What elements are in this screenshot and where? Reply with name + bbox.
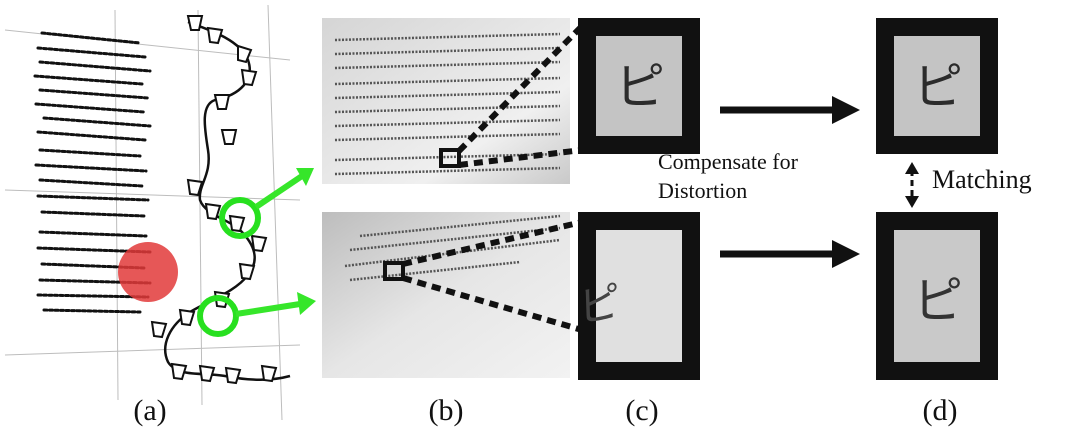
transform-arrow-top [720, 96, 860, 124]
red-marker [118, 242, 178, 302]
panel-d-label: (d) [923, 394, 958, 427]
patch-marker-top [439, 148, 461, 168]
patch-d-bottom-glyph: ピ [913, 272, 963, 330]
panel-a: (a) [4, 4, 316, 427]
panel-a-label: (a) [133, 394, 166, 427]
camera-trajectory [163, 20, 291, 382]
compensate-label-line1: Compensate for [658, 149, 799, 174]
patch-c-bottom: ピ [578, 212, 700, 380]
patch-c-bottom-glyph: ピ [578, 277, 621, 333]
patch-c-top-glyph: ピ [615, 58, 665, 116]
highlight-ring-top [219, 197, 261, 239]
panel-b-label: (b) [429, 394, 464, 427]
matching-label: Matching [932, 165, 1032, 194]
frame-bottom [322, 212, 570, 378]
matching-arrow-head-up [905, 162, 919, 174]
projection-lines [402, 23, 585, 333]
patch-marker-bottom [383, 261, 405, 281]
panel-b: (b) [322, 18, 585, 427]
transform-arrow-bottom [720, 240, 860, 268]
frame-top-text-lines [334, 32, 561, 176]
panel-c-label: (c) [625, 394, 658, 427]
camera-poses [150, 15, 278, 385]
patch-d-bottom: ピ [876, 212, 998, 380]
green-arrow-top [254, 168, 314, 210]
frame-bottom-text-lines [344, 214, 561, 282]
panel-c: ピ ピ Compensate for Distortion (c) [578, 18, 799, 427]
patch-c-top: ピ [578, 18, 700, 154]
green-arrow-bottom [235, 292, 316, 317]
panel-d: ピ ピ Matching (d) [876, 18, 1032, 427]
highlight-ring-bottom [197, 295, 239, 337]
frame-top [322, 18, 570, 184]
matching-arrow-head-down [905, 196, 919, 208]
compensate-label-line2: Distortion [658, 178, 747, 203]
patch-d-top: ピ [876, 18, 998, 154]
patch-d-top-glyph: ピ [913, 58, 963, 116]
